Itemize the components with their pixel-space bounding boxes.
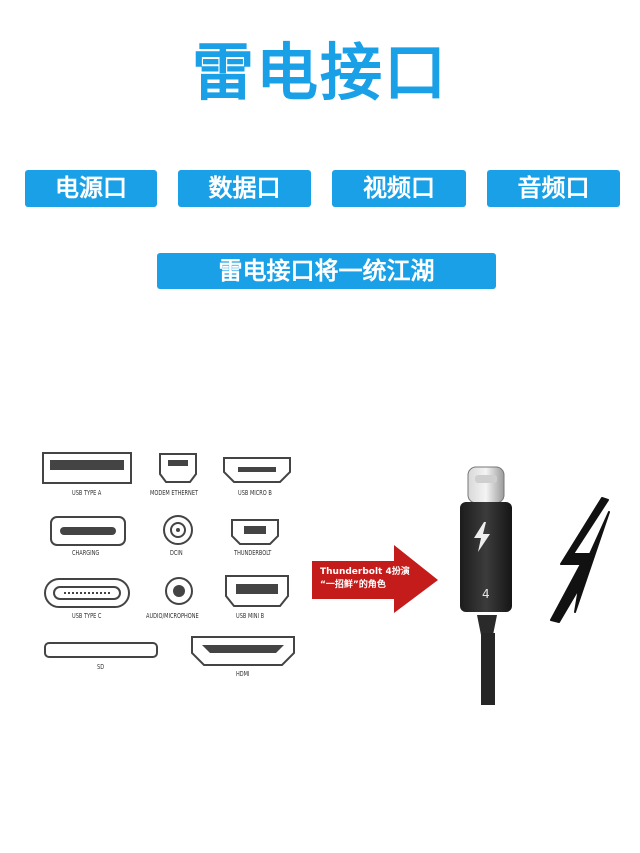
cable-number: 4 bbox=[482, 587, 490, 601]
banner-thunderbolt-unifies: 雷电接口将一统江湖 bbox=[157, 253, 496, 289]
label-usb-micro-b: USB MICRO B bbox=[238, 489, 272, 497]
charging-icon bbox=[50, 516, 126, 546]
label-usb-type-c: USB TYPE C bbox=[72, 612, 102, 620]
modem-ethernet-icon bbox=[159, 453, 197, 483]
label-charging: CHARGING bbox=[72, 549, 100, 557]
usb-type-a-icon bbox=[42, 452, 132, 484]
thunderbolt-cable-image bbox=[460, 466, 512, 705]
usb-type-c-icon bbox=[44, 578, 130, 608]
label-hdmi: HDMI bbox=[236, 670, 250, 678]
label-modem-ethernet: MODEM ETHERNET bbox=[150, 489, 199, 497]
lightning-bolt-icon bbox=[550, 497, 610, 623]
usb-micro-b-icon bbox=[223, 457, 291, 483]
label-dcin: DCIN bbox=[170, 549, 183, 557]
red-arrow-icon bbox=[312, 545, 438, 613]
tag-video-port: 视频口 bbox=[332, 170, 466, 207]
label-audio-microphone: AUDIO/MICROPHONE bbox=[146, 612, 199, 620]
tag-power-port: 电源口 bbox=[25, 170, 157, 207]
thunderbolt-port-icon bbox=[231, 519, 279, 545]
usb-mini-b-icon bbox=[225, 575, 289, 607]
sd-icon bbox=[44, 642, 158, 658]
arrow-caption: Thunderbolt 4扮演 “一招鲜”的角色 bbox=[320, 566, 410, 592]
label-thunderbolt: THUNDERBOLT bbox=[234, 549, 272, 557]
tag-audio-port: 音频口 bbox=[487, 170, 620, 207]
arrow-caption-line1: Thunderbolt 4扮演 bbox=[320, 567, 410, 577]
audio-microphone-icon bbox=[165, 577, 193, 605]
label-usb-mini-b: USB MINI B bbox=[236, 612, 265, 620]
tag-data-port: 数据口 bbox=[178, 170, 311, 207]
label-usb-type-a: USB TYPE A bbox=[72, 489, 102, 497]
dcin-icon bbox=[163, 515, 193, 545]
page-title: 雷电接口 bbox=[191, 36, 448, 109]
label-sd: SD bbox=[97, 663, 105, 671]
hdmi-icon bbox=[191, 636, 295, 666]
thunderbolt-logo-icon bbox=[474, 522, 490, 552]
arrow-caption-line2: “一招鲜”的角色 bbox=[320, 580, 386, 590]
